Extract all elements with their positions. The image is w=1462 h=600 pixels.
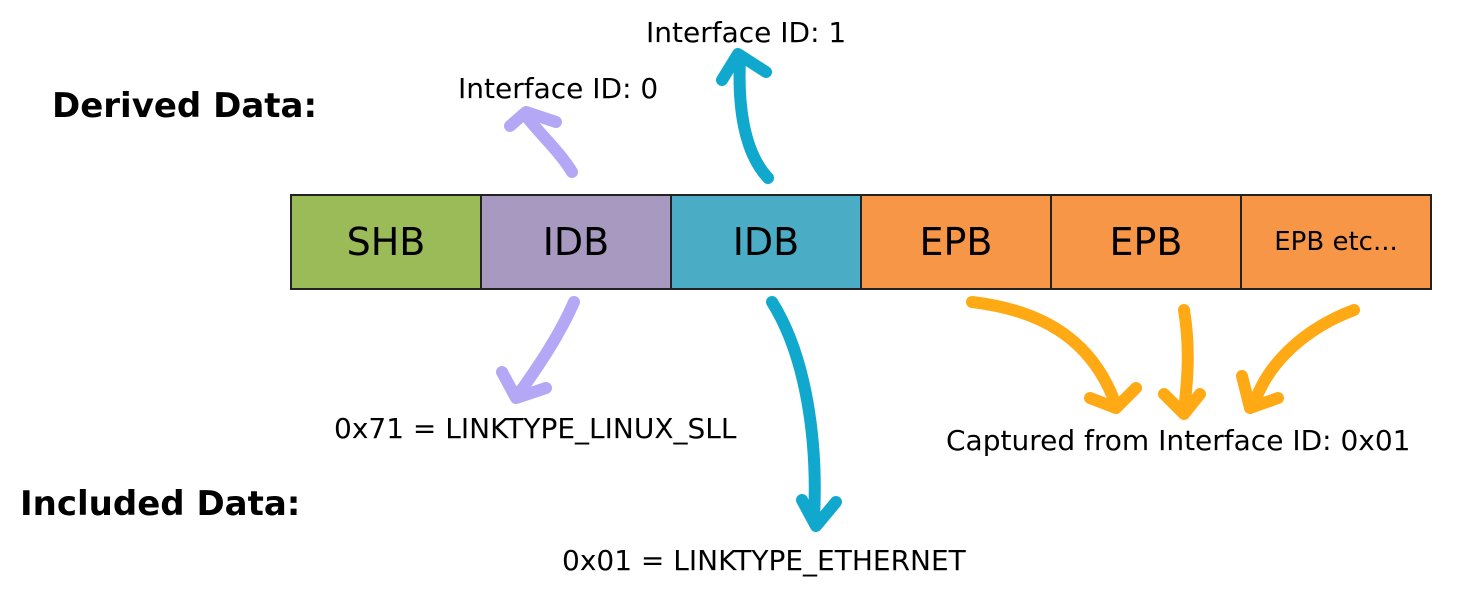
captured-from-interface-label: Captured from Interface ID: 0x01 xyxy=(946,424,1411,457)
arrow-epb2-captured xyxy=(1178,304,1194,416)
block-idb-0: IDB xyxy=(480,194,672,290)
block-idb-1: IDB xyxy=(670,194,862,290)
arrow-idb0-included xyxy=(514,296,580,398)
linktype-ethernet-label: 0x01 = LINKTYPE_ETHERNET xyxy=(562,544,966,577)
arrowhead-idb1-included xyxy=(796,494,842,532)
arrowhead-epb-etc-captured xyxy=(1236,370,1284,414)
arrow-epb1-captured xyxy=(966,296,1120,406)
derived-data-heading: Derived Data: xyxy=(52,86,318,126)
block-row: SHB IDB IDB EPB EPB EPB etc... xyxy=(290,194,1432,290)
interface-id-1-label: Interface ID: 1 xyxy=(646,16,847,49)
block-epb-2: EPB xyxy=(1050,194,1242,290)
arrowhead-epb2-captured xyxy=(1158,388,1206,420)
included-data-heading: Included Data: xyxy=(20,484,301,524)
interface-id-0-label: Interface ID: 0 xyxy=(458,72,659,105)
block-epb-1: EPB xyxy=(860,194,1052,290)
arrowhead-idb0-derived xyxy=(504,106,562,132)
arrow-idb1-included xyxy=(766,296,821,524)
block-epb-etc: EPB etc... xyxy=(1240,194,1432,290)
arrow-idb1-derived xyxy=(733,52,774,184)
arrowhead-idb0-included xyxy=(496,366,552,404)
linktype-linux-sll-label: 0x71 = LINKTYPE_LINUX_SLL xyxy=(334,412,737,445)
arrow-idb0-derived xyxy=(520,110,578,178)
arrowhead-epb1-captured xyxy=(1084,382,1142,414)
arrowhead-idb1-derived xyxy=(716,48,772,86)
arrow-epb-etc-captured xyxy=(1248,304,1360,410)
